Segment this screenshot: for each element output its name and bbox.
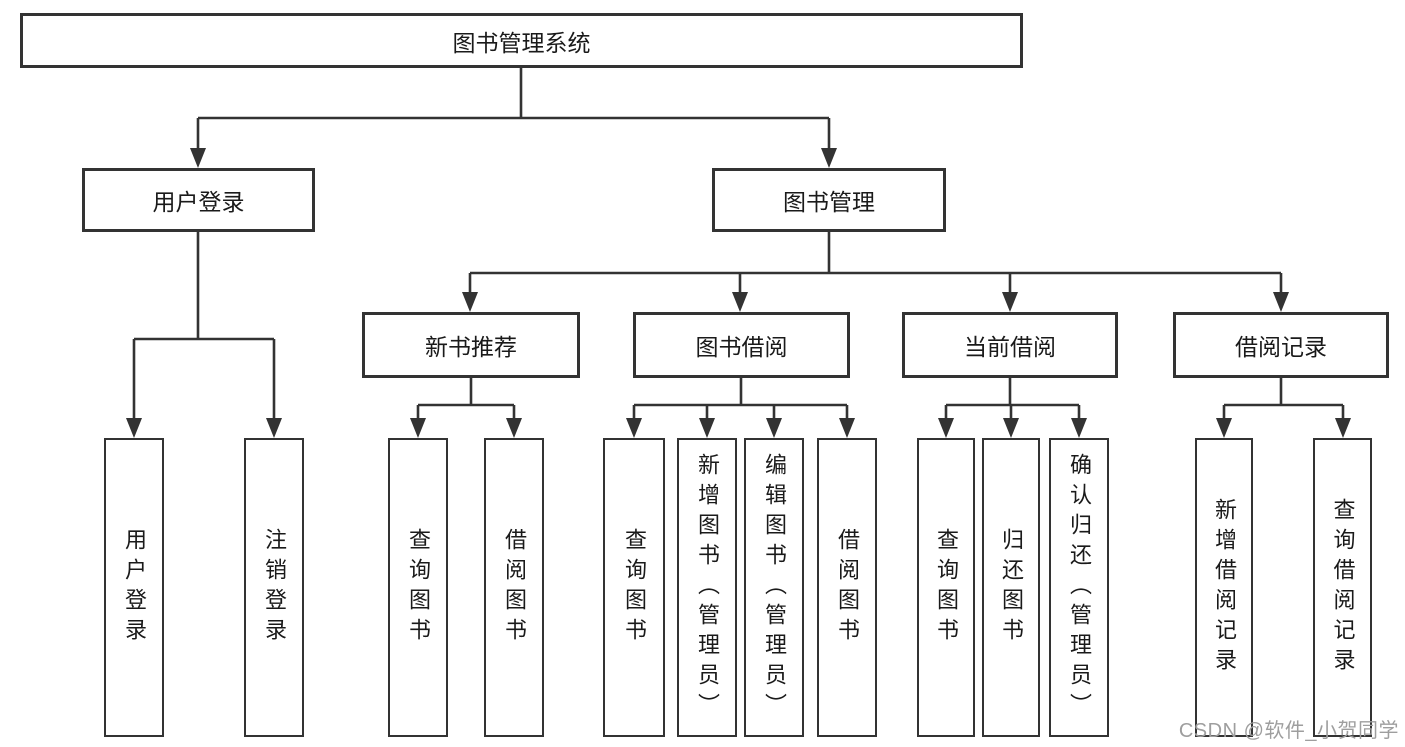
- node-label: 查询图书: [622, 527, 647, 648]
- leaf-user-login: 用户登录: [104, 438, 164, 737]
- leaf-query-books-current: 查询图书: [917, 438, 975, 737]
- leaf-borrow-books-recommend: 借阅图书: [484, 438, 544, 737]
- node-label: 图书借阅: [695, 334, 788, 360]
- leaf-query-borrow-record: 查询借阅记录: [1313, 438, 1372, 737]
- node-label: 图书管理系统: [452, 29, 591, 56]
- node-label: 新书推荐: [425, 334, 517, 360]
- leaf-add-borrow-record: 新增借阅记录: [1195, 438, 1253, 737]
- node-current-borrowing: 当前借阅: [902, 312, 1118, 378]
- leaf-query-books-borrowing: 查询图书: [603, 438, 665, 737]
- node-book-borrowing: 图书借阅: [633, 312, 850, 378]
- leaf-confirm-return-admin: 确认归还（管理员）: [1049, 438, 1109, 737]
- node-book-management: 图书管理: [712, 168, 946, 232]
- leaf-return-books: 归还图书: [982, 438, 1040, 737]
- leaf-add-books-admin: 新增图书（管理员）: [677, 438, 737, 737]
- node-label: 用户登录: [152, 189, 245, 215]
- leaf-query-books-recommend: 查询图书: [388, 438, 448, 737]
- node-borrowing-records: 借阅记录: [1173, 312, 1389, 378]
- node-label: 当前借阅: [964, 334, 1056, 360]
- node-library-system: 图书管理系统: [20, 13, 1023, 68]
- node-label: 查询借阅记录: [1330, 497, 1356, 678]
- leaf-logout: 注销登录: [244, 438, 304, 737]
- node-label: 借阅图书: [835, 527, 860, 648]
- node-new-book-recommend: 新书推荐: [362, 312, 580, 378]
- node-label: 新增借阅记录: [1212, 497, 1237, 678]
- leaf-edit-books-admin: 编辑图书（管理员）: [744, 438, 804, 737]
- node-label: 新增图书（管理员）: [695, 452, 720, 723]
- node-label: 用户登录: [122, 527, 147, 648]
- node-label: 归还图书: [999, 527, 1024, 648]
- node-label: 编辑图书（管理员）: [762, 452, 787, 723]
- node-user-login: 用户登录: [82, 168, 315, 232]
- node-label: 查询图书: [934, 527, 959, 648]
- csdn-watermark: CSDN @软件_小贺同学: [1178, 720, 1399, 742]
- node-label: 借阅记录: [1235, 334, 1327, 360]
- node-label: 借阅图书: [502, 527, 527, 648]
- node-label: 注销登录: [262, 527, 287, 648]
- leaf-borrow-books: 借阅图书: [817, 438, 877, 737]
- node-label: 查询图书: [406, 527, 431, 648]
- node-label: 确认归还（管理员）: [1067, 452, 1092, 723]
- node-label: 图书管理: [783, 189, 875, 215]
